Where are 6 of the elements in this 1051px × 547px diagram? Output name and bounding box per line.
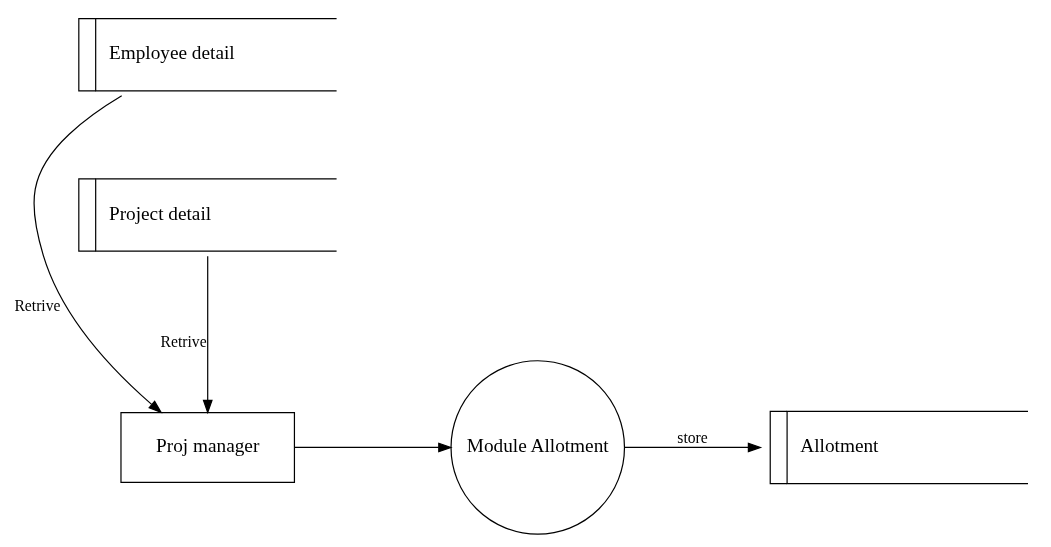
edge-label: store [677, 428, 708, 446]
node-text: Allotment [800, 434, 879, 456]
node-text: Employee detail [108, 41, 235, 63]
node-text: Project detail [108, 202, 212, 224]
edge-label: Retrive [160, 332, 207, 350]
edge-label: Retrive [14, 296, 61, 314]
